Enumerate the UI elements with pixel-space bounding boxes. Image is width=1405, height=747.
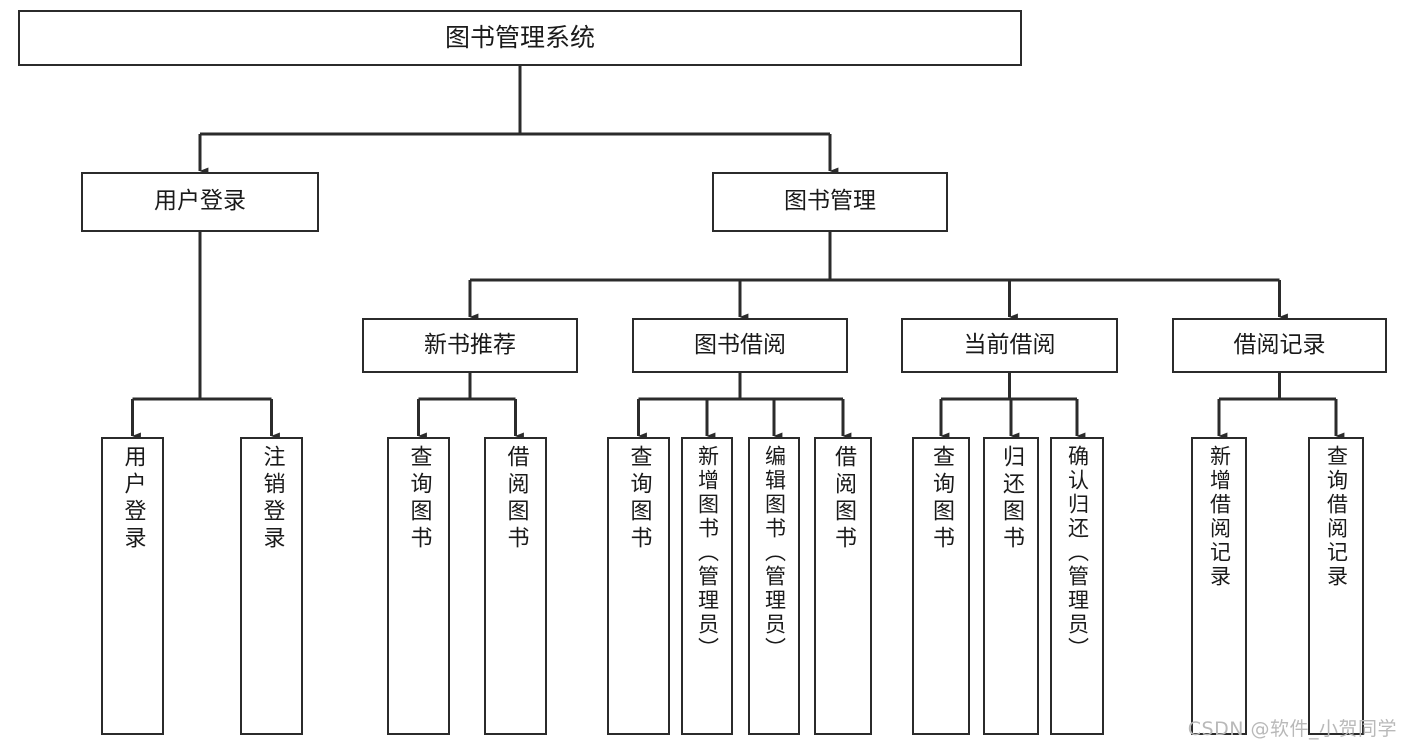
node-label: 借阅图书 — [503, 445, 529, 553]
node-leaf-logout[interactable]: 注销登录 — [240, 437, 303, 735]
node-label: 新书推荐 — [424, 331, 516, 358]
node-label: 查询图书 — [406, 445, 432, 553]
node-label: 用户登录 — [120, 445, 146, 553]
node-leaf-query-bk[interactable]: 查询图书 — [607, 437, 670, 735]
node-leaf-query-cur[interactable]: 查询图书 — [912, 437, 970, 735]
node-label: 注销登录 — [259, 445, 285, 553]
node-newbook[interactable]: 新书推荐 — [362, 318, 578, 373]
node-label: 编辑图书（管理员） — [762, 445, 787, 661]
node-label: 归还图书 — [999, 445, 1024, 553]
node-label: 查询图书 — [626, 445, 652, 553]
node-label: 图书管理系统 — [444, 23, 595, 53]
node-leaf-borrow-nb[interactable]: 借阅图书 — [484, 437, 547, 735]
node-leaf-query-nb[interactable]: 查询图书 — [387, 437, 450, 735]
watermark-credit: CSDN @软件_小贺同学 — [1187, 718, 1397, 740]
node-label: 新增图书（管理员） — [695, 445, 720, 661]
node-label: 新增借阅记录 — [1207, 445, 1232, 589]
node-login[interactable]: 用户登录 — [81, 172, 319, 232]
node-root[interactable]: 图书管理系统 — [18, 10, 1022, 66]
node-label: 当前借阅 — [963, 331, 1056, 358]
node-leaf-add-bk[interactable]: 新增图书（管理员） — [681, 437, 733, 735]
node-label: 图书借阅 — [694, 331, 786, 358]
node-label: 图书管理 — [784, 188, 876, 215]
node-label: 查询图书 — [929, 445, 954, 553]
node-leaf-query-rec[interactable]: 查询借阅记录 — [1308, 437, 1364, 735]
node-label: 查询借阅记录 — [1324, 445, 1349, 589]
node-leaf-confirm[interactable]: 确认归还（管理员） — [1050, 437, 1104, 735]
node-current[interactable]: 当前借阅 — [901, 318, 1118, 373]
node-label: 用户登录 — [154, 188, 246, 215]
node-leaf-edit-bk[interactable]: 编辑图书（管理员） — [748, 437, 800, 735]
node-leaf-return[interactable]: 归还图书 — [983, 437, 1039, 735]
node-bookmgmt[interactable]: 图书管理 — [712, 172, 948, 232]
node-label: 借阅记录 — [1233, 331, 1326, 358]
node-records[interactable]: 借阅记录 — [1172, 318, 1387, 373]
node-label: 借阅图书 — [831, 445, 856, 553]
node-borrow[interactable]: 图书借阅 — [632, 318, 848, 373]
node-leaf-add-rec[interactable]: 新增借阅记录 — [1191, 437, 1247, 735]
node-label: 确认归还（管理员） — [1065, 445, 1090, 661]
node-leaf-login[interactable]: 用户登录 — [101, 437, 164, 735]
node-leaf-lend-bk[interactable]: 借阅图书 — [814, 437, 872, 735]
